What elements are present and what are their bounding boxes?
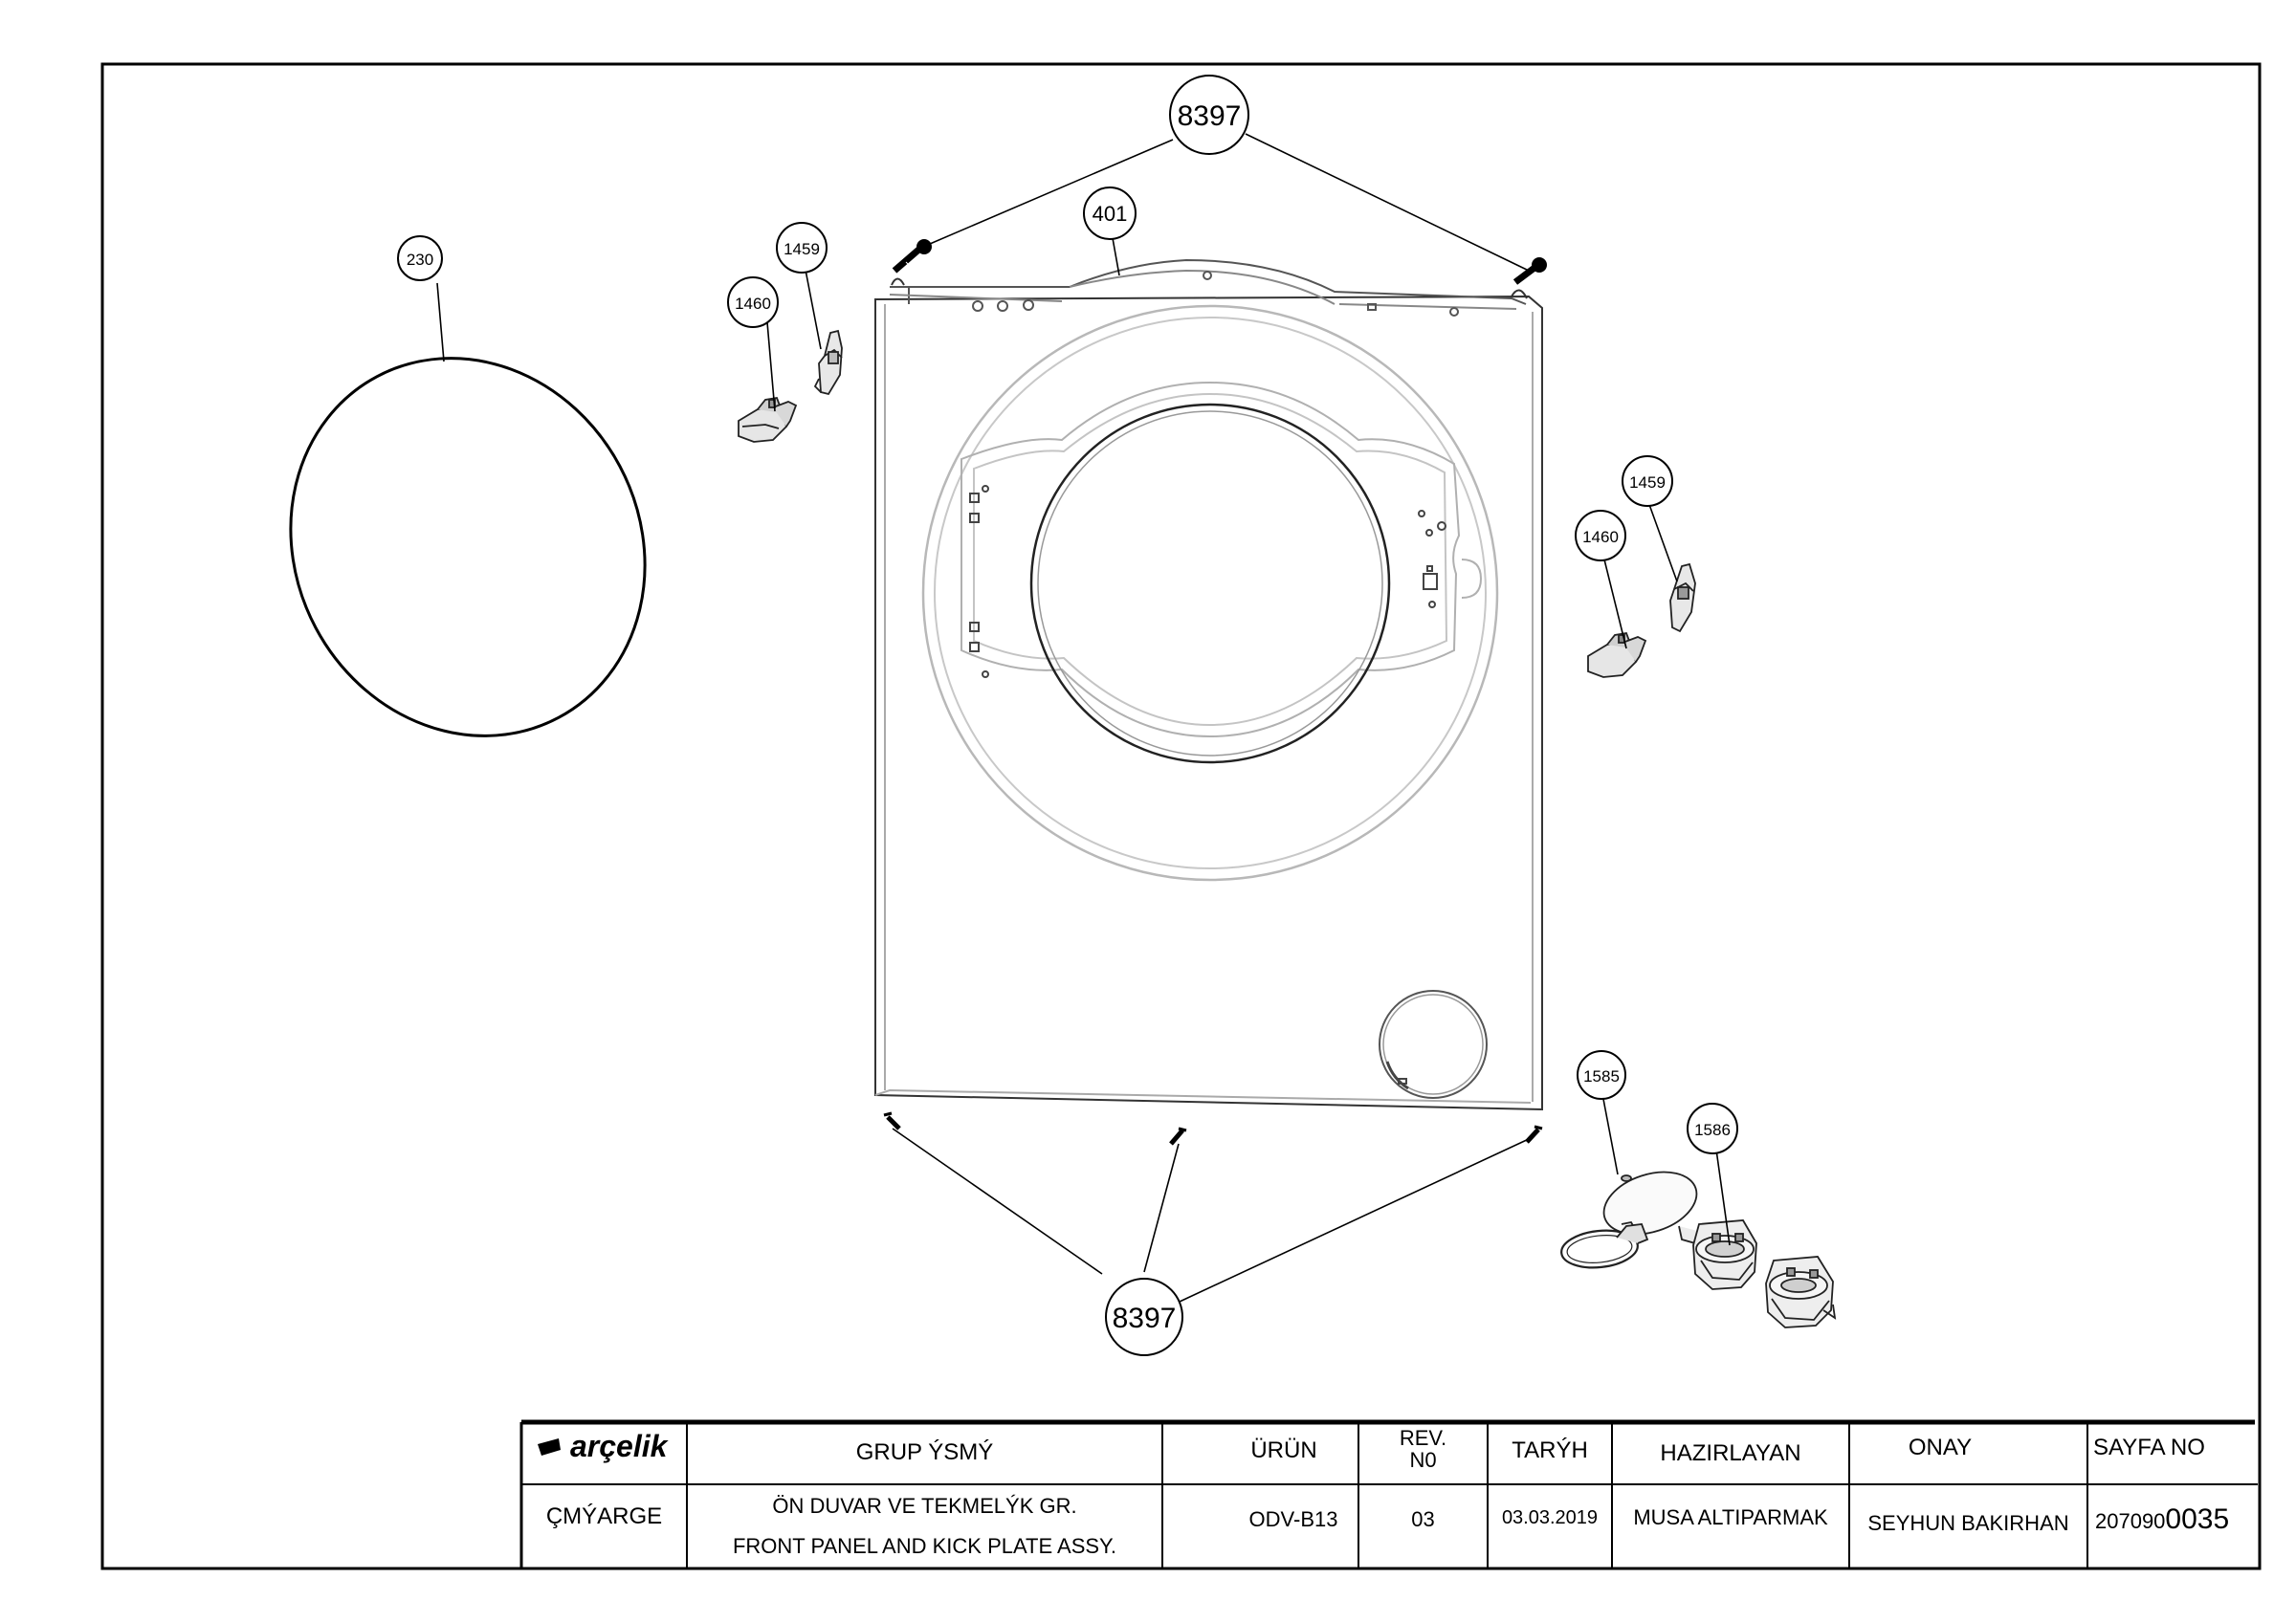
svg-text:1585: 1585 [1583, 1067, 1620, 1086]
value-category: ÇMÝARGE [545, 1503, 663, 1529]
header-prepared-by: HAZIRLAYAN [1660, 1440, 1801, 1466]
svg-text:1460: 1460 [735, 295, 771, 313]
callout-230: 230 [397, 235, 443, 281]
svg-text:8397: 8397 [1113, 1303, 1177, 1334]
callout-1586: 1586 [1687, 1103, 1738, 1154]
callout-1459-right: 1459 [1622, 455, 1673, 507]
svg-text:1586: 1586 [1694, 1121, 1731, 1139]
leader-lines [436, 133, 1731, 1303]
callout-1585: 1585 [1577, 1050, 1626, 1100]
value-prepared-by: MUSA ALTIPARMAK [1633, 1505, 1828, 1529]
callout-1459-left: 1459 [776, 222, 828, 274]
value-group-name-tr: ÖN DUVAR VE TEKMELÝK GR. [772, 1494, 1077, 1518]
svg-text:230: 230 [407, 251, 433, 269]
value-approval: SEYHUN BAKIRHAN [1867, 1511, 2069, 1535]
value-product: ODV-B13 [1248, 1507, 1338, 1531]
value-rev-no: 03 [1411, 1507, 1435, 1531]
value-group-name-en: FRONT PANEL AND KICK PLATE ASSY. [732, 1534, 1117, 1558]
brand-logo: arçelik [536, 1429, 667, 1464]
header-approval: ONAY [1908, 1435, 1973, 1460]
svg-text:401: 401 [1093, 202, 1128, 226]
sheet-border [100, 62, 2262, 1570]
hinge-parts-left [738, 329, 843, 443]
svg-text:1459: 1459 [784, 240, 820, 258]
value-date: 03.03.2019 [1501, 1507, 1599, 1528]
header-date: TARÝH [1512, 1437, 1588, 1463]
header-group-name: GRUP ÝSMÝ [855, 1439, 994, 1465]
callout-8397-bottom: 8397 [1105, 1278, 1183, 1356]
filter-cover-parts [1560, 1171, 1837, 1328]
brand-text: arçelik [570, 1429, 668, 1463]
svg-text:8397: 8397 [1178, 100, 1242, 132]
callout-401: 401 [1083, 186, 1137, 240]
callout-1460-left: 1460 [727, 276, 779, 328]
callout-1460-right: 1460 [1575, 510, 1626, 561]
svg-text:1460: 1460 [1582, 528, 1619, 546]
header-rev-no: REV. N0 [1399, 1426, 1447, 1472]
top-screws-8397 [892, 239, 1547, 285]
value-page-no: 2070900035 [2087, 1503, 2265, 1536]
page-no-suffix: 0035 [2165, 1503, 2230, 1535]
hinge-parts-right [1587, 562, 1696, 678]
brand-mark-icon [538, 1437, 561, 1456]
svg-text:1459: 1459 [1629, 473, 1666, 492]
page-no-prefix: 207090 [2095, 1509, 2166, 1533]
callout-8397-top: 8397 [1169, 75, 1249, 155]
header-product: ÜRÜN [1250, 1437, 1317, 1463]
front-panel-401 [874, 258, 1543, 1111]
header-page-no: SAYFA NO [2093, 1435, 2205, 1460]
part-230-ellipse [289, 357, 647, 737]
title-block-grid [519, 1419, 2258, 1568]
bottom-screws-8397 [883, 1111, 1543, 1146]
